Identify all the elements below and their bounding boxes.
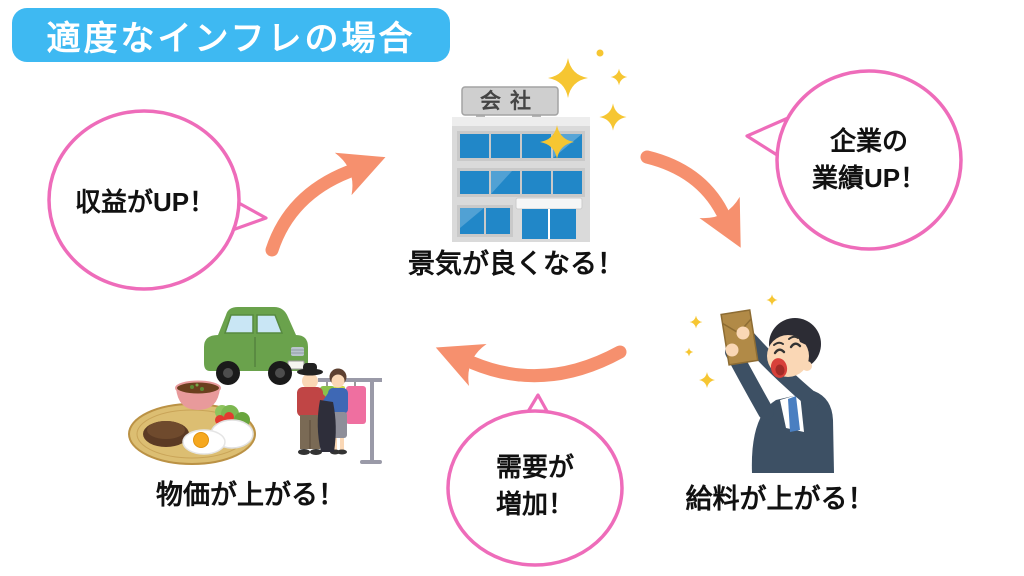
coat: [317, 400, 336, 452]
speech-bubble-icon: [47, 109, 268, 291]
economy-improves-label: 景気が良くなる！: [408, 249, 624, 279]
bubble-demand-line2: 増加！: [495, 489, 574, 519]
bubble-performance-up: 企業の 業績UP！: [738, 60, 968, 260]
prices-rise-label: 物価が上がる！: [156, 480, 345, 510]
arrow-revenue-to-building-icon: [265, 152, 386, 257]
clothes-shopping-icon: [297, 363, 382, 464]
sparkles-icon: [540, 49, 628, 159]
bubble-performance-line2: 業績UP！: [811, 163, 927, 193]
speech-bubble-icon: [745, 69, 963, 251]
green-car-icon: [204, 307, 308, 385]
bubble-demand-label: 需要が 増加！: [455, 449, 615, 523]
building-sign-text: 会社: [480, 89, 540, 113]
hand: [736, 326, 750, 340]
bubble-revenue-up: 収益がUP！: [40, 100, 275, 300]
arrow-salary-to-prices-icon: [435, 343, 627, 387]
hand: [725, 343, 739, 357]
bubble-demand-line1: 需要が: [495, 452, 574, 482]
bubble-performance-line1: 企業の: [829, 126, 908, 156]
head: [767, 318, 821, 378]
speech-bubble-icon: [446, 393, 624, 567]
bubble-revenue-up-label: 収益がUP！: [74, 187, 216, 217]
bubble-performance-up-label: 企業の 業績UP！: [774, 123, 964, 197]
title-badge: 適度なインフレの場合: [12, 8, 450, 62]
page-title: 適度なインフレの場合: [46, 19, 416, 58]
meal-plate-icon: [128, 380, 256, 465]
salaryman-envelope-icon: [684, 294, 834, 473]
bubble-demand-increase: 需要が 増加！: [442, 392, 632, 576]
shopper-man: [297, 363, 334, 455]
company-building-icon: 会社: [452, 86, 590, 242]
arrow-building-to-salary-icon: [640, 150, 741, 248]
salary-rises-label: 給料が上がる！: [685, 484, 875, 514]
